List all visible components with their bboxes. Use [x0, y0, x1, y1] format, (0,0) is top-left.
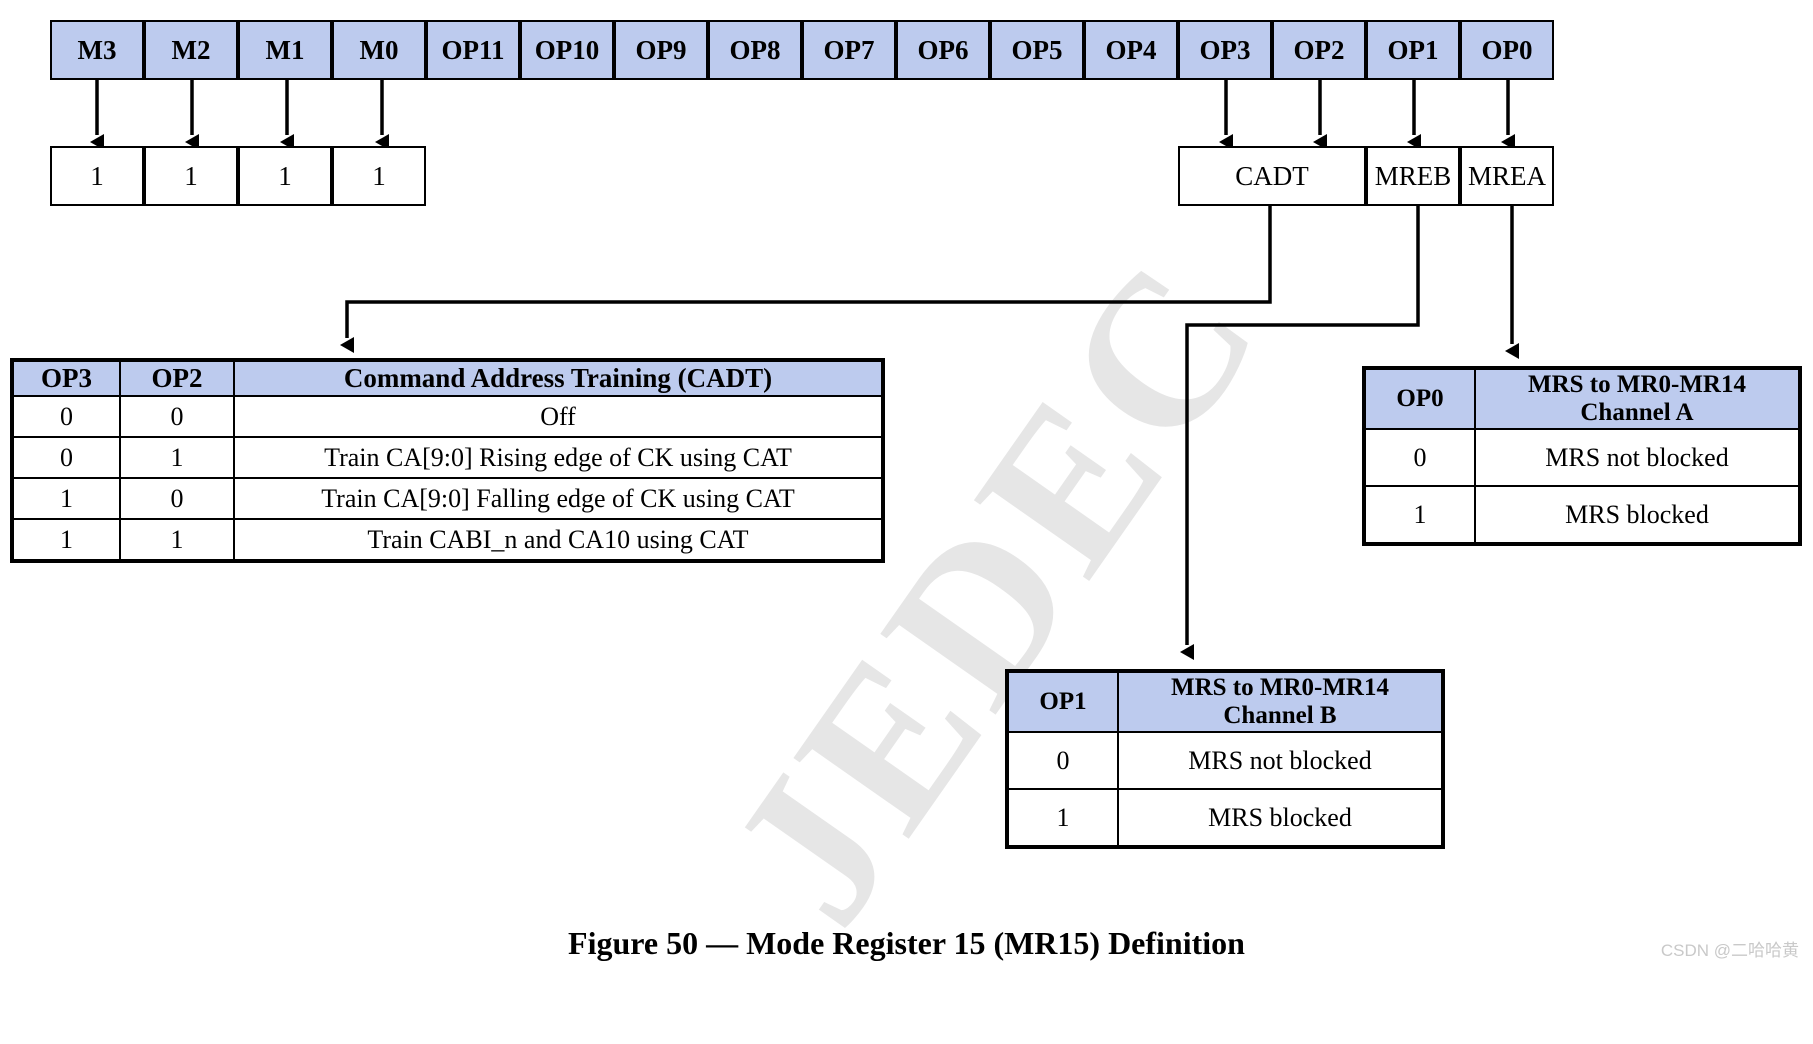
cadt-r2-desc: Train CA[9:0] Falling edge of CK using C…	[233, 477, 883, 520]
cadt-r1-desc: Train CA[9:0] Rising edge of CK using CA…	[233, 436, 883, 479]
table-row: 0 1 Train CA[9:0] Rising edge of CK usin…	[12, 436, 883, 479]
cadt-detail-table: OP3 OP2 Command Address Training (CADT) …	[10, 358, 885, 563]
figure-caption: Figure 50 — Mode Register 15 (MR15) Defi…	[568, 925, 1245, 961]
table-row: 1 0 Train CA[9:0] Falling edge of CK usi…	[12, 477, 883, 520]
bit-cell-op1[interactable]: OP1	[1366, 20, 1460, 80]
cadt-r2-op3: 1	[12, 477, 121, 520]
wire-cadt-to-table	[340, 205, 1272, 353]
bit-cell-op7[interactable]: OP7	[802, 20, 896, 80]
value-cell-m3[interactable]: 1	[50, 146, 144, 206]
channel-b-detail-table: OP1 MRS to MR0-MR14 Channel B 0 MRS not …	[1005, 669, 1445, 849]
value-cell-m2[interactable]: 1	[144, 146, 238, 206]
cadt-header-desc: Command Address Training (CADT)	[233, 360, 883, 397]
bit-cell-op10[interactable]: OP10	[520, 20, 614, 80]
cadt-r0-op3: 0	[12, 395, 121, 438]
table-header-row: OP0 MRS to MR0-MR14 Channel A	[1364, 368, 1800, 430]
field-cell-mrea[interactable]: MREA	[1460, 146, 1554, 206]
chan-a-header-line2: Channel A	[1580, 399, 1694, 426]
table-header-row: OP1 MRS to MR0-MR14 Channel B	[1007, 671, 1443, 733]
wire-mreb-to-channel-b	[1180, 205, 1420, 660]
bit-cell-op2[interactable]: OP2	[1272, 20, 1366, 80]
bit-cell-op8[interactable]: OP8	[708, 20, 802, 80]
cadt-r1-op3: 0	[12, 436, 121, 479]
bit-cell-op3[interactable]: OP3	[1178, 20, 1272, 80]
figure-canvas: JEDEC M3 M2 M1	[10, 20, 1802, 963]
chan-a-r0-op0: 0	[1364, 428, 1476, 487]
bit-cell-op4[interactable]: OP4	[1084, 20, 1178, 80]
table-header-row: OP3 OP2 Command Address Training (CADT)	[12, 360, 883, 397]
cadt-r3-op3: 1	[12, 518, 121, 561]
cadt-r1-op2: 1	[119, 436, 235, 479]
chan-a-header-line1: MRS to MR0-MR14	[1527, 371, 1746, 398]
chan-a-header-desc: MRS to MR0-MR14 Channel A	[1474, 368, 1800, 430]
bit-cell-op9[interactable]: OP9	[614, 20, 708, 80]
csdn-credit: CSDN @二哈哈黄	[1660, 941, 1799, 960]
bit-cell-op11[interactable]: OP11	[426, 20, 520, 80]
bit-cell-m0[interactable]: M0	[332, 20, 426, 80]
chan-b-r0-desc: MRS not blocked	[1117, 731, 1443, 790]
table-row: 1 1 Train CABI_n and CA10 using CAT	[12, 518, 883, 561]
cadt-r3-desc: Train CABI_n and CA10 using CAT	[233, 518, 883, 561]
cadt-r2-op2: 0	[119, 477, 235, 520]
chan-b-r0-op1: 0	[1007, 731, 1119, 790]
chan-a-r0-desc: MRS not blocked	[1474, 428, 1800, 487]
chan-b-r1-desc: MRS blocked	[1117, 788, 1443, 847]
channel-a-detail-table: OP0 MRS to MR0-MR14 Channel A 0 MRS not …	[1362, 366, 1802, 546]
field-cell-cadt[interactable]: CADT	[1178, 146, 1366, 206]
chan-b-header-desc: MRS to MR0-MR14 Channel B	[1117, 671, 1443, 733]
table-row: 1 MRS blocked	[1007, 788, 1443, 847]
bit-cell-op0[interactable]: OP0	[1460, 20, 1554, 80]
chan-a-r1-desc: MRS blocked	[1474, 485, 1800, 544]
connector-lines	[90, 80, 1519, 660]
bit-cell-m2[interactable]: M2	[144, 20, 238, 80]
cadt-r3-op2: 1	[119, 518, 235, 561]
bit-cell-m3[interactable]: M3	[50, 20, 144, 80]
table-row: 0 MRS not blocked	[1364, 428, 1800, 487]
cadt-header-op3: OP3	[12, 360, 121, 397]
table-row: 1 MRS blocked	[1364, 485, 1800, 544]
cadt-header-op2: OP2	[119, 360, 235, 397]
table-row: 0 MRS not blocked	[1007, 731, 1443, 790]
chan-a-r1-op0: 1	[1364, 485, 1476, 544]
table-row: 0 0 Off	[12, 395, 883, 438]
cadt-r0-desc: Off	[233, 395, 883, 438]
bit-cell-m1[interactable]: M1	[238, 20, 332, 80]
chan-b-header-line1: MRS to MR0-MR14	[1170, 674, 1389, 701]
chan-a-header-op0: OP0	[1364, 368, 1476, 430]
cadt-r0-op2: 0	[119, 395, 235, 438]
field-cell-mreb[interactable]: MREB	[1366, 146, 1460, 206]
chan-b-header-line2: Channel B	[1223, 702, 1337, 729]
value-cell-m1[interactable]: 1	[238, 146, 332, 206]
bit-cell-op5[interactable]: OP5	[990, 20, 1084, 80]
chan-b-r1-op1: 1	[1007, 788, 1119, 847]
value-cell-m0[interactable]: 1	[332, 146, 426, 206]
bit-cell-op6[interactable]: OP6	[896, 20, 990, 80]
chan-b-header-op1: OP1	[1007, 671, 1119, 733]
